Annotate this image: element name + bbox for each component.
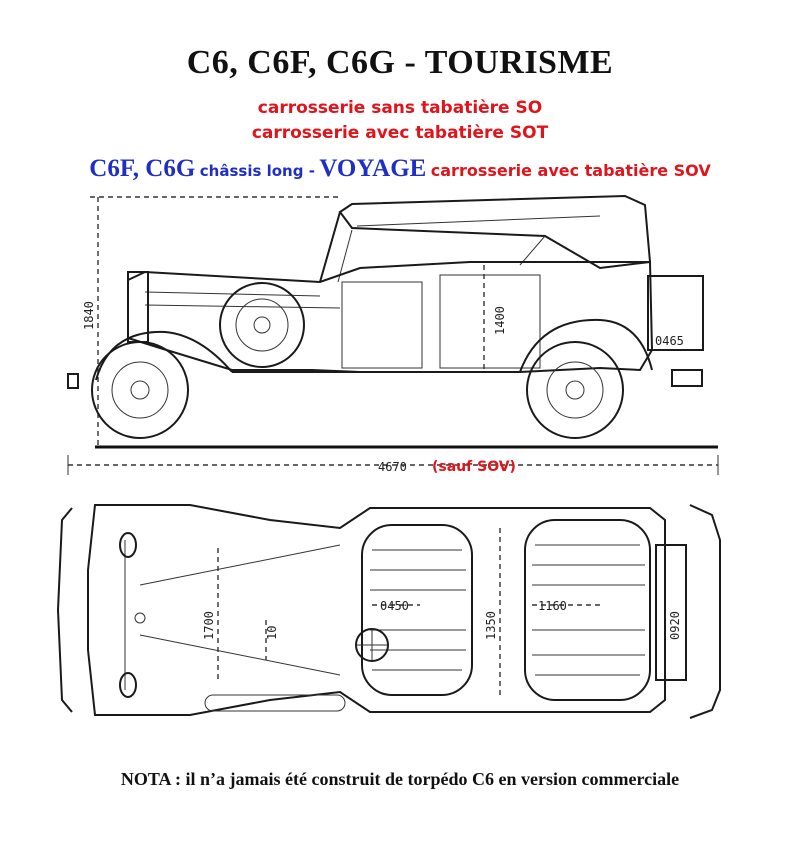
spare-wheel <box>219 282 305 368</box>
top-trunk <box>655 544 687 681</box>
soft-top <box>338 194 652 270</box>
length-dim-label: 4670 <box>378 460 407 474</box>
front-bumper <box>67 373 79 389</box>
trunk <box>647 275 704 351</box>
center-small-label: 10 <box>265 626 279 640</box>
page-title: C6, C6F, C6G - TOURISME <box>186 44 614 81</box>
front-door <box>341 281 423 369</box>
voyage-line: C6F, C6G châssis long - VOYAGE carrosser… <box>0 155 800 183</box>
rear-seat <box>524 519 651 701</box>
rear-dim-label: 0465 <box>655 334 684 348</box>
rear-door <box>439 274 541 369</box>
top-view: 1700 10 0450 1350 1160 0920 <box>56 504 721 719</box>
top-front-bumper <box>56 507 73 713</box>
subtitle-so: carrosserie sans tabatière SO <box>257 98 543 118</box>
interior-height-label: 1400 <box>493 306 507 335</box>
seat-width-front-label: 0450 <box>380 599 409 613</box>
voyage-carrosserie: carrosserie avec tabatière SOV <box>430 161 711 180</box>
right-headlamp <box>119 672 137 698</box>
radiator <box>127 271 149 343</box>
top-rear-bumper <box>689 504 721 719</box>
side-view: 1840 1400 0465 <box>67 194 719 475</box>
front-track-label: 1700 <box>202 611 216 640</box>
length-note: (sauf SOV) <box>432 459 516 475</box>
seat-width-rear-label: 1160 <box>538 599 567 613</box>
front-seat <box>361 524 473 696</box>
voyage-chassis: châssis long - <box>199 162 315 180</box>
running-board-top <box>204 694 346 712</box>
nota-footnote: NOTA : il n’a jamais été construit de to… <box>120 769 680 789</box>
rear-bumper <box>671 369 703 387</box>
left-headlamp <box>119 532 137 558</box>
rear-wheel <box>526 341 624 439</box>
subtitle-sot: carrosserie avec tabatière SOT <box>251 123 549 143</box>
body-width-label: 1350 <box>484 611 498 640</box>
front-wheel <box>91 341 189 439</box>
voyage-label: VOYAGE <box>319 155 427 182</box>
top-body-outline <box>87 504 666 716</box>
rear-fender <box>519 318 653 373</box>
body-side <box>127 261 654 373</box>
front-fender <box>95 330 233 381</box>
voyage-models: C6F, C6G <box>89 155 196 182</box>
top-rear-dim-label: 0920 <box>668 611 682 640</box>
height-dim-label: 1840 <box>82 301 96 330</box>
